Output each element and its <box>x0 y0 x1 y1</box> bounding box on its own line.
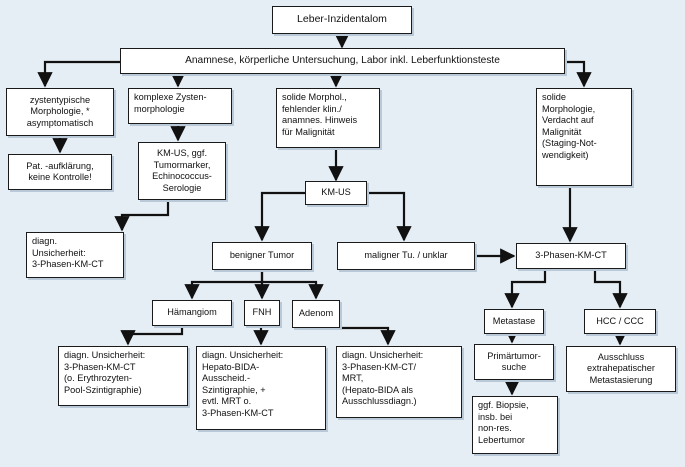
node-primary-search: Primärtumor- suche <box>474 344 554 380</box>
node-biopsy: ggf. Biopsie, insb. bei non-res. Lebertu… <box>472 396 558 454</box>
node-hcc-ccc: HCC / CCC <box>584 309 656 334</box>
node-ct-3phase: 3-Phasen-KM-CT <box>516 243 626 269</box>
node-adenom: Adenom <box>292 300 340 328</box>
node-diag-unc-1: diagn. Unsicherheit: 3-Phasen-KM-CT <box>26 232 124 278</box>
edge-haemangiom-diag <box>120 326 184 346</box>
edge-benign-haemangiom <box>184 270 264 300</box>
node-anamnesis: Anamnese, körperliche Untersuchung, Labo… <box>120 48 565 74</box>
node-cyst-complex: komplexe Zysten- morphologie <box>128 88 232 124</box>
node-fnh-diag: diagn. Unsicherheit: Hepato-BIDA- Aussch… <box>196 346 326 430</box>
node-exclusion: Ausschluss extrahepatischer Metastasieru… <box>566 346 676 392</box>
edge-anamnesis-cyst-typical <box>37 60 120 88</box>
node-metastase: Metastase <box>484 309 544 334</box>
node-pat-info: Pat. -aufklärung, keine Kontrolle! <box>8 154 112 190</box>
edge-kmus-malign <box>367 191 412 242</box>
node-haemangiom-diag: diagn. Unsicherheit: 3-Phasen-KM-CT (o. … <box>58 346 188 406</box>
edge-anamnesis-solid-malig <box>565 60 592 88</box>
node-solid-no-malig: solide Morphol., fehlender klin./ anamne… <box>276 88 380 148</box>
edge-ct-metastase <box>504 269 547 309</box>
node-kmus: KM-US <box>305 181 367 205</box>
node-benign: benigner Tumor <box>212 242 312 270</box>
node-solid-malig: solide Morphologie, Verdacht auf Maligni… <box>536 88 632 186</box>
node-haemangiom: Hämangiom <box>152 300 232 326</box>
edge-kmus-benign <box>254 191 305 242</box>
edge-benign-adenom <box>262 280 324 300</box>
node-kmus-serology: KM-US, ggf. Tumormarker, Echinococcus- S… <box>138 142 226 200</box>
edge-kmus-diag-unc <box>114 200 170 232</box>
edge-adenom-diag <box>340 326 396 346</box>
node-title: Leber-Inzidentalom <box>272 6 412 34</box>
node-fnh: FNH <box>244 300 280 326</box>
edge-ct-hcc <box>593 269 628 309</box>
node-malign-unclear: maligner Tu. / unklar <box>337 242 475 270</box>
node-cyst-typical: zystentypische Morphologie, * asymptomat… <box>6 88 114 136</box>
node-adenom-diag: diagn. Unsicherheit: 3-Phasen-KM-CT/ MRT… <box>336 346 462 418</box>
